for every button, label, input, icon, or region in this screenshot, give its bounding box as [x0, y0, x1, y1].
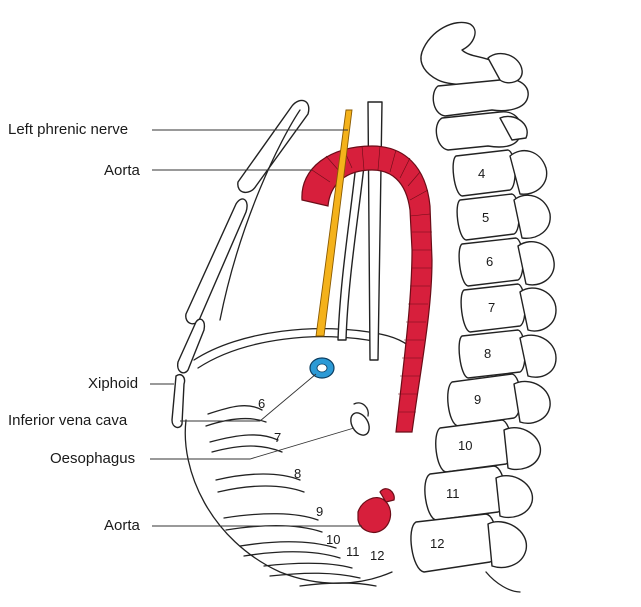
rib-number-9: 9	[316, 504, 323, 519]
vertebra-number-8: 8	[484, 346, 491, 361]
phrenic-nerve	[315, 109, 353, 337]
vertebra-number-12: 12	[430, 536, 444, 551]
rib-number-12: 12	[370, 548, 384, 563]
label-left-phrenic-nerve: Left phrenic nerve	[8, 121, 348, 138]
lower-ribs	[205, 404, 377, 587]
label-inferior-vena-cava: Inferior vena cava	[8, 373, 317, 429]
label-aorta-lower: Aorta	[104, 517, 362, 534]
vertebral-column	[410, 21, 557, 593]
vertebra-number-5: 5	[482, 210, 489, 225]
label-oesophagus: Oesophagus	[50, 427, 355, 467]
label-text: Oesophagus	[50, 450, 135, 467]
aorta-arch	[301, 145, 433, 433]
rib-number-10: 10	[326, 532, 340, 547]
oesophageal-opening	[350, 402, 370, 436]
label-text: Left phrenic nerve	[8, 121, 128, 138]
rib-number-11: 11	[346, 544, 360, 559]
label-text: Inferior vena cava	[8, 412, 128, 429]
vertebra-number-9: 9	[474, 392, 481, 407]
label-text: Aorta	[104, 517, 141, 534]
rib-number-8: 8	[294, 466, 301, 481]
rib-number-6: 6	[258, 396, 265, 411]
inferior-vena-cava	[309, 357, 335, 379]
rib-numbers: 6 7 8 9 10 11 12	[258, 396, 384, 563]
vertebra-number-10: 10	[458, 438, 472, 453]
label-text: Xiphoid	[88, 375, 138, 392]
aorta	[301, 145, 433, 533]
label-text: Aorta	[104, 162, 141, 179]
label-xiphoid: Xiphoid	[88, 375, 174, 392]
vertebra-number-6: 6	[486, 254, 493, 269]
sternum	[171, 99, 310, 429]
vertebra-number-11: 11	[446, 486, 460, 501]
rib-number-7: 7	[274, 430, 281, 445]
vertebra-number-7: 7	[488, 300, 495, 315]
label-aorta-upper: Aorta	[104, 162, 312, 179]
vertebra-number-4: 4	[478, 166, 485, 181]
vertebra-numbers: 4 5 6 7 8 9 10 11 12	[430, 166, 495, 551]
aorta-hiatus	[357, 488, 395, 533]
